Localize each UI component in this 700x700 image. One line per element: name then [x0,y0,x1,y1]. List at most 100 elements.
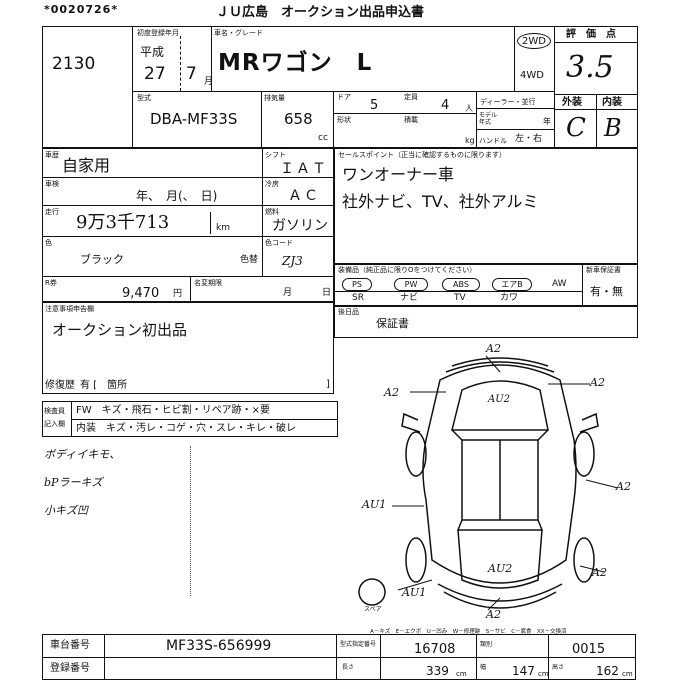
capacity: 4 [441,98,450,113]
inspector-row-1: FW キズ・飛石・ヒビ割・リペア跡・×要 [76,405,271,416]
name-change-day: 日 [322,288,332,298]
first-registration-month: 7 [186,64,197,84]
drive-2wd-option: 2WD [517,33,551,49]
color-label: 色 [45,239,52,247]
model-designation: 16708 [414,642,456,657]
equip-ps: PS [342,278,372,291]
notes-label: 注意事項申告欄 [45,305,94,313]
equipment-label: 装備品（純正品に限りOをつけてください） [338,266,477,274]
damage-mark-hood: AU2 [488,394,511,405]
damage-mark-left-side: AU1 [362,498,387,511]
top-block [42,26,638,148]
drive-4wd-option: 4WD [520,70,544,81]
capacity-label: 定員 [404,93,418,101]
capacity-unit: 人 [465,104,473,113]
damage-mark-front-left: A2 [384,386,399,399]
lot-number: 2130 [52,54,96,74]
repair-history: 有 [ 箇所 [80,380,128,391]
damage-mark-rear-bumper: A2 [486,608,501,621]
width-label: 幅 [480,664,487,671]
width-unit: cm [538,670,549,678]
damage-mark-rear-right: A2 [592,566,607,579]
category: 0015 [572,642,606,657]
equipment-block [334,264,638,306]
handle-value: 左・右 [515,134,543,144]
recycle-fee: 9,470 [122,286,160,301]
shift: ＩＡＴ [280,161,328,177]
sales-points-block [334,148,638,264]
inspection-date: 年、 月(、 日) [136,189,218,203]
damage-mark-front: A2 [486,342,501,355]
dotted-guide [190,446,191,596]
model-name: MRワゴン L [218,50,373,76]
recycle-label: R券 [45,279,57,287]
chassis-label: 車台番号 [50,640,90,651]
extras-block [334,306,638,338]
damage-legend: A－キズ E－エクボ U－凹み W－修理跡 S－サビ C－腐食 XX－交換済 [370,629,567,635]
handwritten-note-3: 小キズ凹 [44,504,88,517]
rating-label: 評 価 点 [566,29,616,40]
recycle-unit: 円 [173,289,183,299]
weight-unit: kg [465,136,475,145]
handle-label: ハンドル [479,137,507,145]
inspection-label: 車検 [45,180,59,188]
aircon-label: 冷房 [265,180,279,188]
interior-label: 内装 [602,97,622,108]
repair-history-label: 修復歴 [45,380,75,391]
interior-grade: B [604,114,622,142]
model-code: DBA-MF33S [150,110,238,128]
extras-label: 後日品 [338,308,359,316]
equip-aw: AW [552,279,567,289]
dealer-label: ディーラー・並行 [480,98,536,106]
repair-history-close: ] [326,379,330,390]
notes: オークション初出品 [52,321,188,339]
exterior-label: 外装 [562,97,582,108]
displacement-label: 排気量 [264,94,285,102]
height-label: 高さ [552,664,565,671]
length-label: 長さ [342,664,355,671]
warranty-options: 有・無 [590,285,623,298]
equip-tv: TV [454,293,466,303]
model-name-label: 車名・グレード [214,29,263,37]
damage-mark-rear: AU2 [488,562,513,575]
aircon: ＡＣ [288,188,320,204]
color: ブラック [80,253,124,266]
displacement-unit: cc [318,133,328,143]
equip-abs: ABS [442,278,480,291]
exterior-grade: C [566,113,586,143]
rating-score: 3.5 [566,50,614,85]
first-registration-year: 27 [144,64,166,84]
model-year-label: モデル年式 [479,112,498,126]
model-code-label: 型式 [137,94,151,102]
equip-navi: ナビ [400,293,419,303]
model-year-unit: 年 [543,117,551,126]
usage: 自家用 [62,156,111,175]
mileage-unit: km [216,223,230,233]
era: 平成 [140,45,165,59]
month-unit: 月 [204,77,214,87]
sales-point-line-1: ワンオーナー車 [342,165,455,184]
handwritten-note-2: bPラーキズ [44,476,103,489]
chassis-number: MF33S-656999 [166,638,272,654]
name-change-label: 名変期限 [194,279,222,287]
color-code-label: 色コード [265,239,293,247]
usage-label: 車歴 [45,151,59,159]
height: 162 [596,664,619,678]
handwritten-note-1: ボディイキモ、 [44,448,121,461]
name-change-month: 月 [283,288,293,298]
repaint-label: 色替 [240,255,259,265]
extras: 保証書 [376,317,409,330]
damage-mark-right-side: A2 [616,480,631,493]
height-unit: cm [622,670,633,678]
equip-pw: PW [394,278,428,291]
loading-label: 積載 [404,116,418,124]
first-registration-label: 初度登録年月 [137,29,179,37]
equip-sr: SR [352,293,364,303]
fuel-label: 燃料 [265,208,279,216]
displacement: 658 [284,110,313,128]
doors-label: ドア [337,93,351,101]
warranty-label: 新車保証書 [586,266,621,274]
equip-airbag: エアB [492,278,532,291]
vehicle-details-block [42,148,334,302]
category-label: 類別 [480,641,493,648]
